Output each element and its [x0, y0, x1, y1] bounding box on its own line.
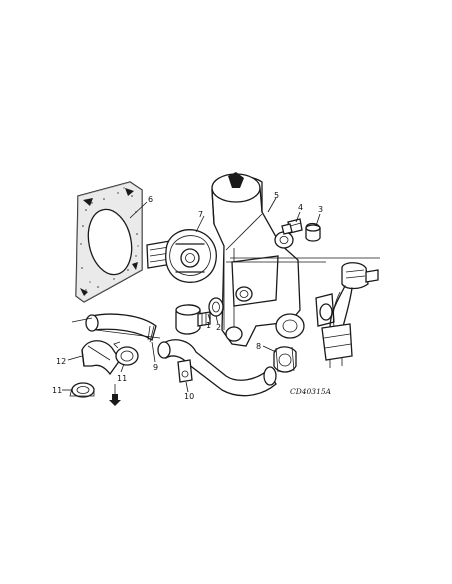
connector-part-8: [273, 346, 297, 373]
clamp-part-11-lower: [69, 382, 95, 398]
clamp-part-11-upper: [113, 341, 139, 366]
callout-7: 7: [198, 210, 203, 219]
callout-2: 2: [216, 323, 221, 332]
elbow-part-12: [81, 340, 121, 376]
bolt-part-4: [281, 218, 303, 235]
tube-part-10: [157, 339, 277, 397]
thermostat-part: [146, 229, 217, 283]
gasket-speckle: [80, 187, 139, 291]
callout-5: 5: [274, 191, 279, 200]
thermostat-housing-part: [211, 172, 335, 347]
callout-4: 4: [298, 203, 303, 212]
callout-3: 3: [318, 205, 323, 214]
temperature-sender-harness: [321, 262, 379, 368]
drawing-code: CD40315A: [290, 387, 332, 396]
callout-6: 6: [148, 195, 153, 204]
callout-1: 1: [206, 321, 211, 330]
callout-11-upper: 11: [117, 374, 127, 383]
gasket-part: [75, 181, 143, 303]
callout-12: 12: [56, 357, 66, 366]
down-arrow-icon: [109, 384, 121, 406]
plug-part-3: [305, 222, 321, 242]
callout-10: 10: [184, 392, 194, 401]
tube-part-9: [71, 313, 157, 343]
callout-8: 8: [256, 342, 261, 351]
leader-lines: [62, 197, 321, 393]
callout-11-lower: 11: [52, 386, 62, 395]
callout-9: 9: [153, 363, 158, 372]
washer-part-2: [208, 297, 224, 317]
guide-lines: [95, 257, 380, 339]
plug-part-1: [175, 304, 211, 335]
